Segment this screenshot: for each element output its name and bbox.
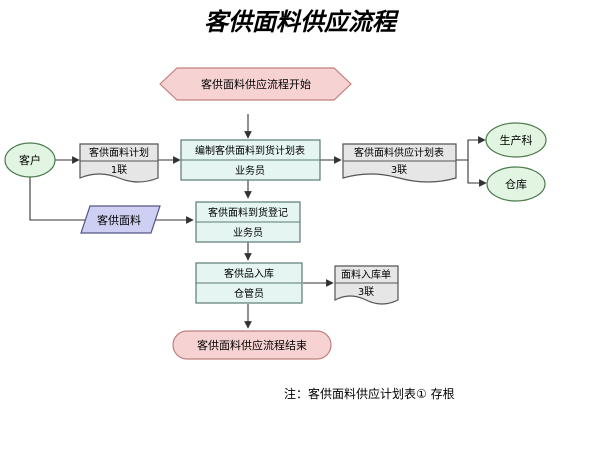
supply-plan-document: 客供面料供应计划表 3联 xyxy=(342,143,457,183)
inbound-role: 仓管员 xyxy=(234,287,264,300)
inbound-doc-title: 面料入库单 xyxy=(341,268,391,281)
footnote: 注：客供面料供应计划表① 存根 xyxy=(284,386,455,401)
plan-document-copies: 1联 xyxy=(111,164,127,176)
register-role: 业务员 xyxy=(233,226,263,239)
connector-to-production xyxy=(456,136,486,161)
material-label: 客供面料 xyxy=(97,213,141,227)
start-label: 客供面料供应流程开始 xyxy=(201,77,311,91)
warehouse-node: 仓库 xyxy=(486,166,546,202)
customer-label: 客户 xyxy=(19,153,41,167)
diagram-title: 客供面料供应流程 xyxy=(204,7,400,36)
supply-plan-copies: 3联 xyxy=(391,164,407,176)
register-title: 客供面料到货登记 xyxy=(208,206,288,219)
connector-to-warehouse xyxy=(467,160,487,187)
warehouse-label: 仓库 xyxy=(505,177,527,191)
inbound-process: 客供品入库 仓管员 xyxy=(195,262,303,304)
compile-process: 编制客供面料到货计划表 业务员 xyxy=(180,139,321,181)
inbound-doc-copies: 3联 xyxy=(358,286,374,298)
inbound-document: 面料入库单 3联 xyxy=(334,265,399,305)
plan-document-title: 客供面料计划 xyxy=(89,146,149,159)
compile-role: 业务员 xyxy=(235,164,265,177)
production-label: 生产科 xyxy=(500,133,533,147)
start-terminal: 客供面料供应流程开始 xyxy=(159,67,352,101)
register-process: 客供面料到货登记 业务员 xyxy=(195,201,301,243)
material-data: 客供面料 xyxy=(80,205,161,234)
plan-document: 客供面料计划 1联 xyxy=(79,143,159,183)
customer-node: 客户 xyxy=(4,142,56,178)
supply-plan-title: 客供面料供应计划表 xyxy=(354,146,444,159)
end-terminal: 客供面料供应流程结束 xyxy=(172,330,332,360)
end-label: 客供面料供应流程结束 xyxy=(197,338,307,352)
compile-title: 编制客供面料到货计划表 xyxy=(195,144,305,157)
production-node: 生产科 xyxy=(485,122,547,158)
inbound-title: 客供品入库 xyxy=(224,267,274,280)
